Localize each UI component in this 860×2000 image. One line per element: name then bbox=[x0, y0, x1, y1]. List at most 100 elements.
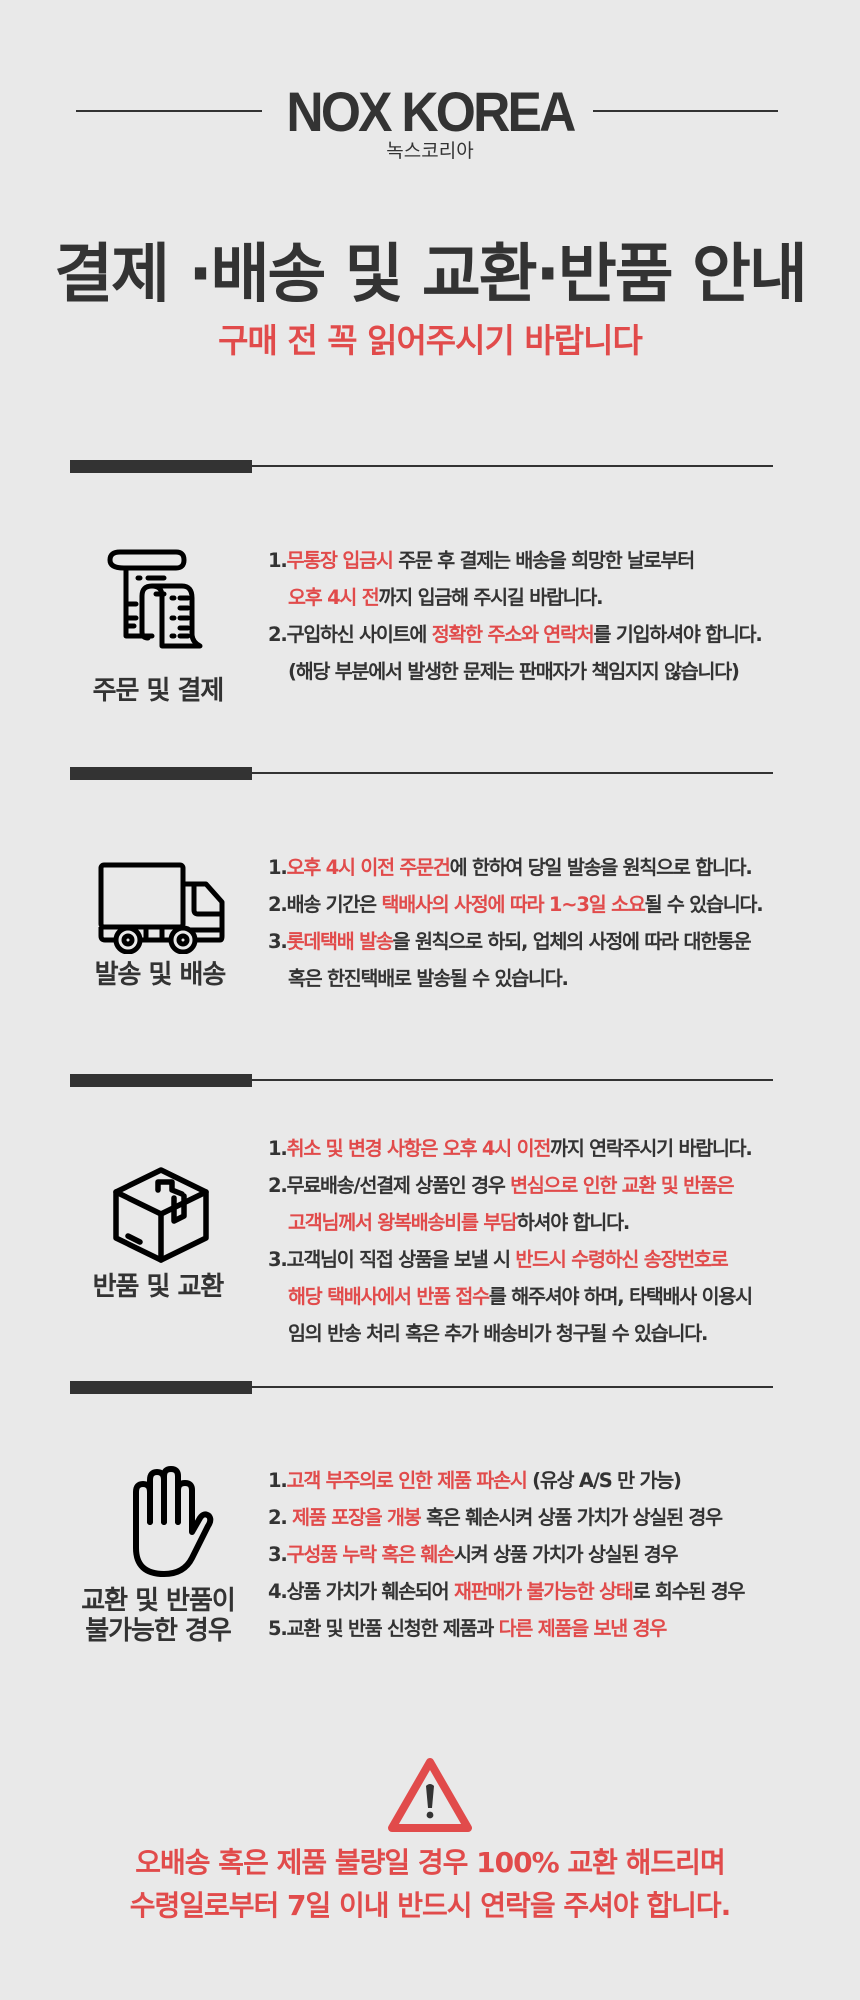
body-text: (유상 A/S 만 가능) bbox=[526, 1469, 682, 1492]
section-label-line-2: 불가능한 경우 bbox=[85, 1616, 232, 1646]
section-label-order-payment: 주문 및 결제 bbox=[92, 676, 225, 706]
list-item: 2.배송 기간은 택배사의 사정에 따라 1~3일 소요될 수 있습니다. bbox=[268, 886, 764, 923]
highlight-text: 변심으로 인한 교환 및 반품은 bbox=[510, 1174, 734, 1197]
list-item-number: 1. bbox=[268, 1137, 288, 1160]
body-text: 고객님이 직접 상품을 보낼 시 bbox=[286, 1248, 516, 1271]
list-item: 1.고객 부주의로 인한 제품 파손시 (유상 A/S 만 가능) bbox=[268, 1462, 744, 1499]
section-divider-bar bbox=[70, 1074, 252, 1087]
highlight-text: 오후 4시 이전 주문건 bbox=[286, 856, 451, 879]
warning-triangle-icon bbox=[386, 1756, 474, 1840]
list-item: 1.오후 4시 이전 주문건에 한하여 당일 발송을 원칙으로 합니다. bbox=[268, 849, 762, 886]
highlight-text: 구성품 누락 혹은 훼손 bbox=[286, 1543, 456, 1566]
page-title: 결제 ·배송 및 교환·반품 안내 bbox=[54, 238, 807, 312]
list-item: 3.고객님이 직접 상품을 보낼 시 반드시 수령하신 송장번호로 bbox=[268, 1241, 752, 1278]
brand-logo: NOX KOREA bbox=[286, 80, 576, 143]
list-item-number: 3. bbox=[268, 1543, 288, 1566]
body-text: 시켜 상품 가치가 상실된 경우 bbox=[454, 1543, 678, 1566]
section-items-return-exchange: 1.취소 및 변경 사항은 오후 4시 이전까지 연락주시기 바랍니다.2.무료… bbox=[268, 1130, 753, 1352]
section-divider-line bbox=[252, 465, 773, 467]
body-text: 까지 연락주시기 바랍니다. bbox=[550, 1137, 753, 1160]
brand-korean-name: 녹스코리아 bbox=[386, 140, 474, 162]
body-text: 혹은 한진택배로 발송될 수 있습니다. bbox=[288, 967, 569, 990]
list-item: 3.롯데택배 발송을 원칙으로 하되, 업체의 사정에 따라 대한통운 bbox=[268, 923, 762, 960]
body-text: 임의 반송 처리 혹은 추가 배송비가 청구될 수 있습니다. bbox=[288, 1322, 708, 1345]
highlight-text: 롯데택배 발송 bbox=[286, 930, 394, 953]
list-item: 혹은 한진택배로 발송될 수 있습니다. bbox=[268, 960, 762, 997]
list-item: 해당 택배사에서 반품 접수를 해주셔야 하며, 타택배사 이용시 bbox=[268, 1278, 753, 1315]
package-box-icon bbox=[112, 1166, 210, 1268]
list-item: 1.무통장 입금시 주문 후 결제는 배송을 희망한 날로부터 bbox=[268, 542, 762, 579]
highlight-text: 반드시 수령하신 송장번호로 bbox=[515, 1248, 728, 1271]
body-text: 혹은 훼손시켜 상품 가치가 상실된 경우 bbox=[420, 1506, 723, 1529]
body-text: (해당 부분에서 발생한 문제는 판매자가 책임지지 않습니다) bbox=[288, 660, 740, 683]
section-label-return-exchange: 반품 및 교환 bbox=[92, 1272, 225, 1302]
list-item-number: 1. bbox=[268, 1469, 288, 1492]
body-text: 에 한하여 당일 발송을 원칙으로 합니다. bbox=[449, 856, 753, 879]
highlight-text: 제품 포장을 개봉 bbox=[286, 1506, 422, 1529]
highlight-text: 무통장 입금시 bbox=[286, 549, 394, 572]
list-item: 2. 제품 포장을 개봉 혹은 훼손시켜 상품 가치가 상실된 경우 bbox=[268, 1499, 744, 1536]
header-divider-left bbox=[76, 110, 262, 112]
highlight-text: 취소 및 변경 사항은 오후 4시 이전 bbox=[286, 1137, 552, 1160]
section-divider-line bbox=[252, 1386, 773, 1388]
list-item: 고객님께서 왕복배송비를 부담하셔야 합니다. bbox=[268, 1204, 752, 1241]
list-item-number: 1. bbox=[268, 549, 288, 572]
highlight-text: 다른 제품을 보낸 경우 bbox=[498, 1617, 668, 1640]
body-text: 를 기입하셔야 합니다. bbox=[593, 623, 763, 646]
highlight-text: 택배사의 사정에 따라 1~3일 소요 bbox=[381, 893, 645, 916]
list-item: 임의 반송 처리 혹은 추가 배송비가 청구될 수 있습니다. bbox=[268, 1315, 752, 1352]
footer-notice-line-2: 수령일로부터 7일 이내 반드시 연락을 주셔야 합니다. bbox=[129, 1889, 732, 1922]
receipt-icon bbox=[104, 546, 214, 660]
highlight-text: 재판매가 불가능한 상태 bbox=[454, 1580, 634, 1603]
body-text: 무료배송/선결제 상품인 경우 bbox=[286, 1174, 511, 1197]
section-items-shipping: 1.오후 4시 이전 주문건에 한하여 당일 발송을 원칙으로 합니다.2.배송… bbox=[268, 849, 764, 997]
section-divider-line bbox=[252, 772, 773, 774]
section-label-shipping: 발송 및 배송 bbox=[94, 960, 227, 990]
list-item-number: 5. bbox=[268, 1617, 288, 1640]
stop-hand-icon bbox=[122, 1466, 214, 1582]
highlight-text: 오후 4시 전 bbox=[288, 586, 380, 609]
section-divider-line bbox=[252, 1079, 773, 1081]
list-item-number: 4. bbox=[268, 1580, 288, 1603]
list-item: 5.교환 및 반품 신청한 제품과 다른 제품을 보낸 경우 bbox=[268, 1610, 744, 1647]
page-subtitle: 구매 전 꼭 읽어주시기 바랍니다 bbox=[218, 321, 643, 360]
section-label-line-1: 교환 및 반품이 bbox=[81, 1586, 236, 1616]
body-text: 상품 가치가 훼손되어 bbox=[286, 1580, 455, 1603]
truck-icon bbox=[98, 862, 228, 958]
section-label-not-possible: 교환 및 반품이 불가능한 경우 bbox=[48, 1586, 268, 1646]
list-item: 2.구입하신 사이트에 정확한 주소와 연락처를 기입하셔야 합니다. bbox=[268, 616, 763, 653]
body-text: 까지 입금해 주시길 바랍니다. bbox=[378, 586, 604, 609]
list-item: 3.구성품 누락 혹은 훼손시켜 상품 가치가 상실된 경우 bbox=[268, 1536, 744, 1573]
list-item-number: 2. bbox=[268, 1174, 288, 1197]
list-item-number: 3. bbox=[268, 930, 288, 953]
list-item: (해당 부분에서 발생한 문제는 판매자가 책임지지 않습니다) bbox=[268, 653, 762, 690]
body-text: 을 원칙으로 하되, 업체의 사정에 따라 대한통운 bbox=[392, 930, 752, 953]
highlight-text: 고객 부주의로 인한 제품 파손시 bbox=[286, 1469, 528, 1492]
body-text: 될 수 있습니다. bbox=[644, 893, 764, 916]
list-item: 오후 4시 전까지 입금해 주시길 바랍니다. bbox=[268, 579, 762, 616]
section-divider-bar bbox=[70, 767, 252, 780]
list-item-number: 1. bbox=[268, 856, 288, 879]
body-text: 하셔야 합니다. bbox=[516, 1211, 630, 1234]
list-item-number: 3. bbox=[268, 1248, 288, 1271]
section-divider-bar bbox=[70, 1381, 252, 1394]
section-divider-bar bbox=[70, 460, 252, 473]
footer-notice-line-1: 오배송 혹은 제품 불량일 경우 100% 교환 해드리며 bbox=[135, 1846, 725, 1879]
body-text: 교환 및 반품 신청한 제품과 bbox=[286, 1617, 499, 1640]
highlight-text: 고객님께서 왕복배송비를 부담 bbox=[288, 1211, 518, 1234]
body-text: 를 해주셔야 하며, 타택배사 이용시 bbox=[488, 1285, 753, 1308]
highlight-text: 해당 택배사에서 반품 접수 bbox=[288, 1285, 490, 1308]
body-text: 로 회수된 경우 bbox=[632, 1580, 746, 1603]
body-text: 주문 후 결제는 배송을 희망한 날로부터 bbox=[392, 549, 695, 572]
body-text: 배송 기간은 bbox=[286, 893, 382, 916]
section-items-not-possible: 1.고객 부주의로 인한 제품 파손시 (유상 A/S 만 가능)2. 제품 포… bbox=[268, 1462, 746, 1647]
list-item-number: 2. bbox=[268, 1506, 288, 1529]
body-text: 구입하신 사이트에 bbox=[286, 623, 432, 646]
list-item: 1.취소 및 변경 사항은 오후 4시 이전까지 연락주시기 바랍니다. bbox=[268, 1130, 753, 1167]
list-item: 4.상품 가치가 훼손되어 재판매가 불가능한 상태로 회수된 경우 bbox=[268, 1573, 746, 1610]
list-item: 2.무료배송/선결제 상품인 경우 변심으로 인한 교환 및 반품은 bbox=[268, 1167, 752, 1204]
list-item-number: 2. bbox=[268, 893, 288, 916]
header-divider-right bbox=[593, 110, 778, 112]
list-item-number: 2. bbox=[268, 623, 288, 646]
